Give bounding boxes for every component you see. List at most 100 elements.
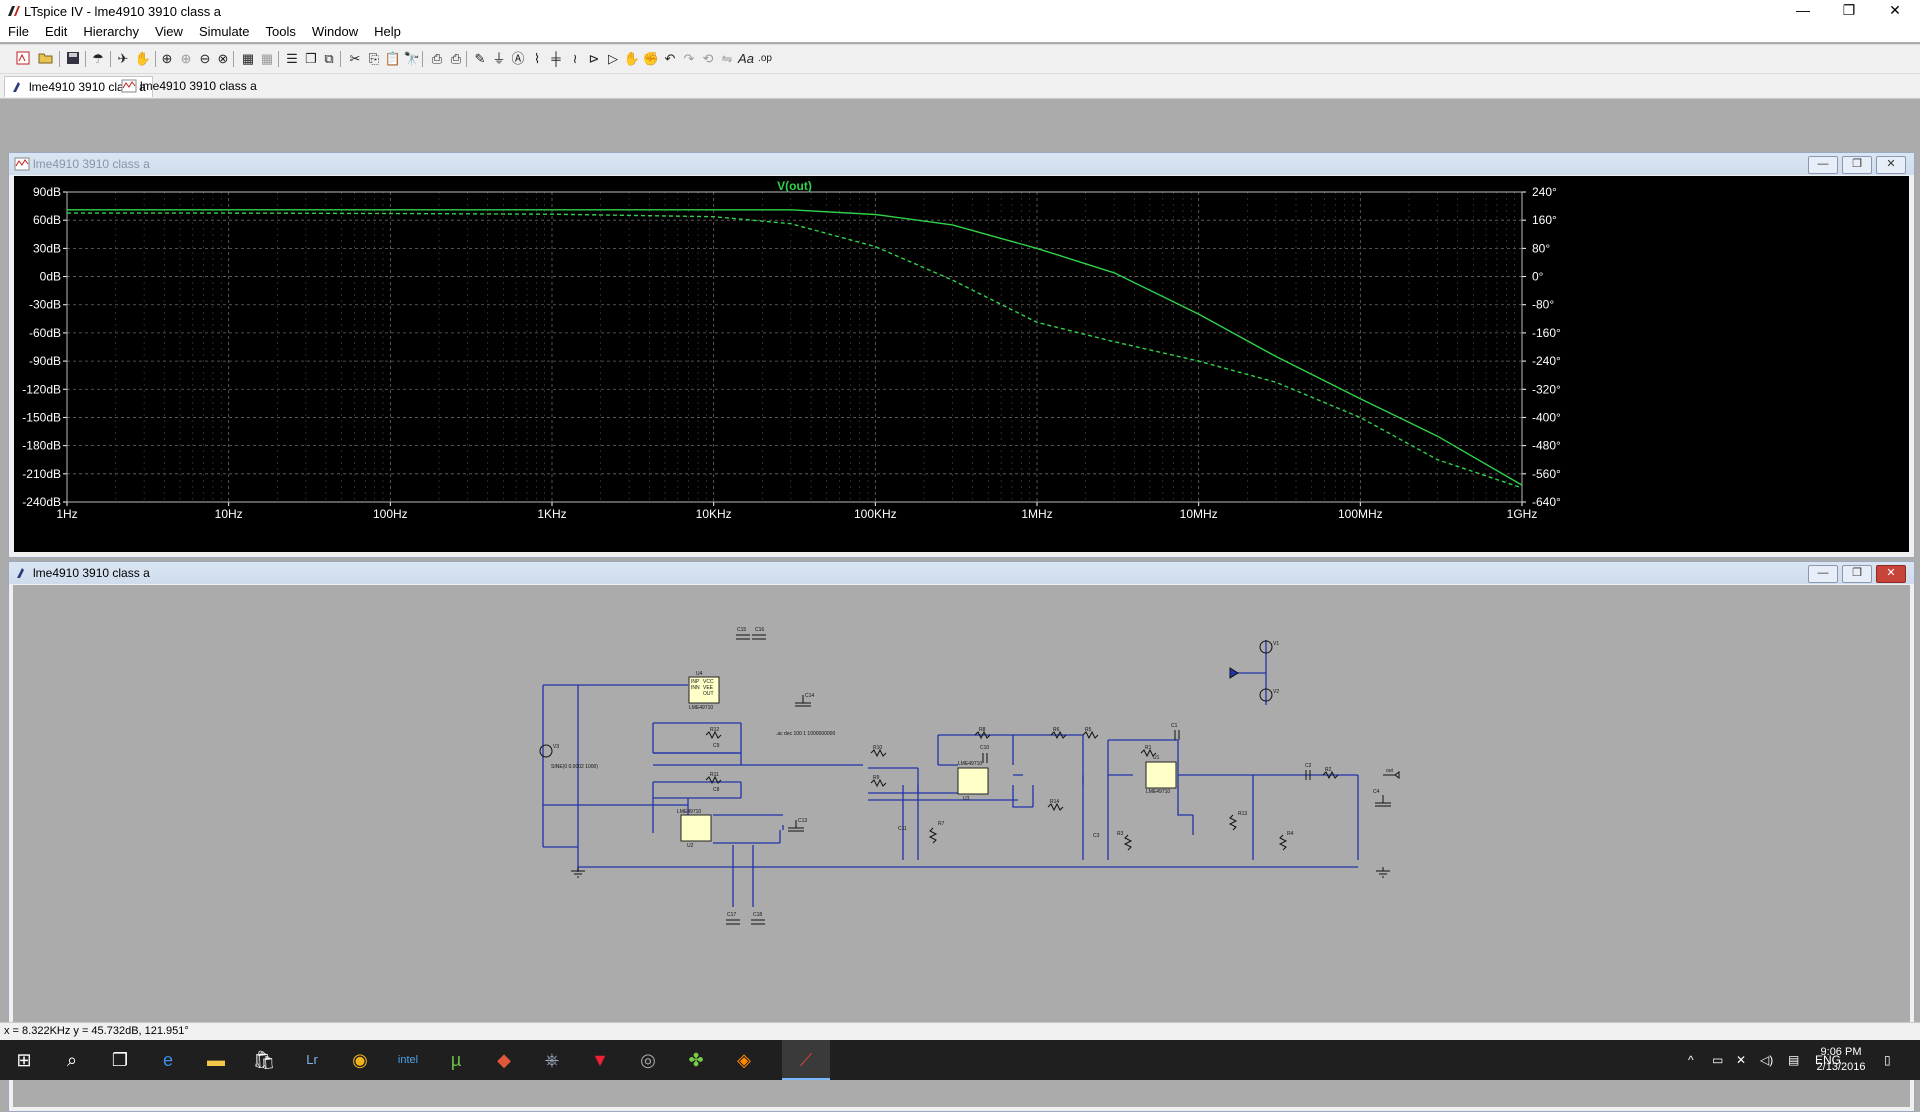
drag-icon[interactable]: ✊ (642, 51, 660, 66)
chrome-icon[interactable]: ◉ (352, 1050, 368, 1070)
volume-icon[interactable]: ◁) (1760, 1053, 1774, 1067)
open-icon[interactable] (37, 50, 55, 68)
action-center-icon[interactable]: ▯ (1884, 1053, 1891, 1067)
trace-vout-magnitude[interactable] (67, 209, 1523, 486)
store-icon[interactable]: 🛍 (252, 1050, 276, 1070)
schematic-canvas[interactable]: .ac dec 100 1 1000000000 SINE(0 0.0002 1… (13, 585, 1910, 1107)
inductor-icon[interactable]: ≀ (572, 51, 578, 66)
zoom-fit-icon[interactable]: ⊗ (217, 51, 229, 66)
capacitor-c2[interactable] (1305, 770, 1311, 780)
zoom-in-icon[interactable]: ⊕ (161, 51, 173, 66)
edge-icon[interactable]: e (162, 1050, 173, 1070)
menu-hierarchy[interactable]: Hierarchy (83, 24, 139, 39)
resistor-r3[interactable] (1123, 834, 1133, 851)
app-icon[interactable]: ⎈ (544, 1050, 560, 1070)
resistor-r11[interactable] (705, 775, 722, 785)
waveform-window-titlebar[interactable]: lme4910 3910 class a — ❐ ✕ (9, 153, 1914, 175)
paste-icon[interactable]: 📋 (384, 51, 402, 66)
search-icon[interactable]: ⌕ (66, 1050, 78, 1070)
network-icon[interactable]: ✕ (1736, 1053, 1747, 1067)
close-button[interactable]: ✕ (1889, 2, 1901, 18)
run-icon[interactable]: ✈ (117, 51, 129, 66)
resistor-r14[interactable] (1047, 802, 1064, 812)
start-icon[interactable]: ⊞ (16, 1050, 32, 1070)
battery-icon[interactable]: ▭ (1712, 1053, 1724, 1067)
show-hidden-icons[interactable]: ^ (1688, 1053, 1694, 1067)
save-icon[interactable] (64, 50, 82, 68)
intel-icon[interactable]: intel (397, 1054, 419, 1066)
redo-icon[interactable]: ↷ (683, 51, 695, 66)
task-view-icon[interactable]: ❐ (111, 1050, 129, 1070)
file-explorer-icon[interactable]: ▬ (207, 1050, 225, 1070)
diode-icon[interactable]: ⊳ (588, 51, 600, 66)
resistor-r12[interactable] (705, 730, 722, 740)
resistor-r2[interactable] (1322, 770, 1339, 780)
voltage-source-v2[interactable] (1259, 688, 1273, 702)
capacitor-icon[interactable]: ╪ (551, 51, 561, 66)
trace-label-vout[interactable]: V(out) (777, 179, 812, 193)
schematic-restore-button[interactable]: ❐ (1842, 565, 1872, 583)
opamp-u1[interactable] (1145, 761, 1177, 789)
autorange-disabled-icon[interactable]: ▦ (260, 51, 274, 66)
capacitor-c17-c18[interactable] (726, 919, 765, 925)
print-preview-icon[interactable]: ⎙ (450, 51, 462, 66)
halt-icon[interactable]: ✋ (134, 51, 152, 66)
resistor-r5[interactable] (1082, 730, 1099, 740)
zoom-out-icon[interactable]: ⊖ (199, 51, 211, 66)
new-schematic-icon[interactable] (14, 50, 32, 68)
waveform-close-button[interactable]: ✕ (1876, 156, 1906, 174)
resistor-r10[interactable] (870, 748, 887, 758)
schematic-window-titlebar[interactable]: lme4910 3910 class a — ❐ ✕ (9, 562, 1914, 584)
resistor-r8[interactable] (974, 730, 991, 740)
spice-directive-icon[interactable]: .op (758, 53, 772, 64)
menu-simulate[interactable]: Simulate (198, 24, 250, 39)
tile-vertical-icon[interactable]: ⧉ (324, 51, 334, 66)
capacitor-c4[interactable] (1375, 795, 1391, 807)
waveform-minimize-button[interactable]: — (1808, 156, 1838, 174)
schematic-minimize-button[interactable]: — (1808, 565, 1838, 583)
capacitor-c1[interactable] (1174, 730, 1180, 740)
undo-icon[interactable]: ↶ (664, 51, 676, 66)
notification-icon[interactable]: ▤ (1788, 1053, 1800, 1067)
resistor-r6[interactable] (1050, 730, 1067, 740)
resistor-r13[interactable] (1228, 814, 1238, 831)
utorrent-icon[interactable]: µ (450, 1050, 462, 1070)
rotate-icon[interactable]: ⟲ (702, 51, 714, 66)
zoom-area-icon[interactable]: ⊕ (180, 51, 192, 66)
tab-schematic[interactable]: lme4910 3910 class a (4, 76, 153, 97)
text-icon[interactable]: Aa (738, 51, 754, 66)
opamp-u4[interactable] (688, 676, 720, 704)
menu-file[interactable]: File (8, 24, 29, 39)
resistor-r1[interactable] (1140, 748, 1157, 758)
lightroom-icon[interactable]: Lr (306, 1052, 318, 1067)
resistor-icon[interactable]: ⌇ (533, 51, 541, 66)
language-indicator[interactable]: ENG (1815, 1053, 1842, 1067)
capacitor-c13[interactable] (788, 820, 804, 832)
mirror-icon[interactable]: ⇋ (721, 51, 733, 66)
app-icon[interactable]: ◆ (497, 1050, 511, 1070)
label-net-icon[interactable]: Ⓐ (511, 51, 525, 66)
app-icon[interactable]: ▼ (591, 1050, 609, 1070)
trace-vout-phase[interactable] (67, 212, 1523, 489)
ground-icon[interactable]: ⏚ (492, 51, 506, 66)
menu-edit[interactable]: Edit (44, 24, 68, 39)
minimize-button[interactable]: — (1796, 2, 1810, 18)
opamp-u2[interactable] (680, 814, 712, 842)
capacitor-c10[interactable] (982, 753, 988, 763)
app-icon[interactable]: ◎ (640, 1050, 656, 1070)
wire-icon[interactable]: ✎ (474, 51, 486, 66)
tile-horizontal-icon[interactable]: ☰ (286, 51, 298, 66)
waveform-restore-button[interactable]: ❐ (1842, 156, 1872, 174)
voltage-source-v3[interactable] (539, 744, 553, 758)
menu-window[interactable]: Window (311, 24, 359, 39)
voltage-source-v1[interactable] (1259, 640, 1273, 654)
control-panel-icon[interactable]: ☂ (92, 51, 104, 66)
autorange-icon[interactable]: ▦ (241, 51, 255, 66)
spice-directive-text[interactable]: .ac dec 100 1 1000000000 (776, 731, 835, 737)
app-icon[interactable]: ◈ (737, 1050, 751, 1070)
resistor-r4[interactable] (1278, 834, 1288, 851)
cascade-icon[interactable]: ❐ (305, 51, 317, 66)
resistor-r7[interactable] (928, 827, 938, 844)
